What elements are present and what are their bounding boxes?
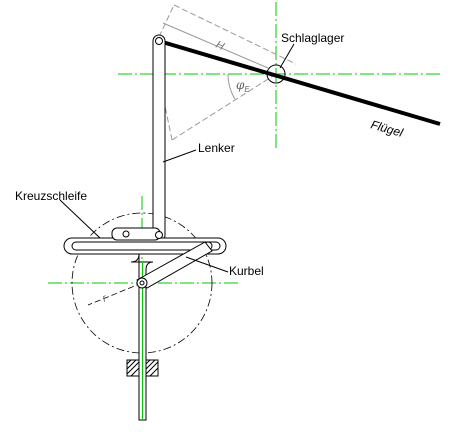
phi-symbol: φ [236,78,245,92]
crank-center-pin [136,277,148,289]
wing-bar [158,39,441,126]
label-kreuzschleife: Kreuzschleife [15,189,87,203]
lenker-link [152,34,166,242]
leader-schlaglager [279,43,295,69]
kreuzschleife-slot [71,241,221,251]
label-lenker: Lenker [198,141,235,155]
phi-subscript: E [244,85,250,94]
dimension-lines [158,4,297,141]
label-kurbel: Kurbel [229,264,264,278]
leader-kurbel [185,256,229,273]
radius-line [87,282,143,306]
label-fluegel: Flügel [369,117,405,140]
angle-arc [227,73,236,100]
label-phi: φE [236,78,250,94]
dim-h-extension-left [158,4,175,38]
leader-lines [59,43,295,273]
lenker-top-pin [155,37,163,45]
lenker-bottom-pin [155,231,163,239]
label-h: H [214,39,226,53]
label-schlaglager: Schlaglager [281,31,344,45]
dim-h-line [162,22,269,69]
guide-bearing [126,359,159,377]
schlaglager-bearing [266,64,286,84]
leader-kreuzschleife [59,199,101,239]
dim-h-extension-top [173,4,297,65]
kreuzschleife-upper-tab [111,227,161,241]
crank-center-pin-inner [139,280,145,286]
tab-pin [122,230,130,238]
label-r: r [101,292,110,305]
leader-lenker [162,149,197,163]
crank-circle [71,212,213,354]
angle-ray-lower [171,73,277,141]
